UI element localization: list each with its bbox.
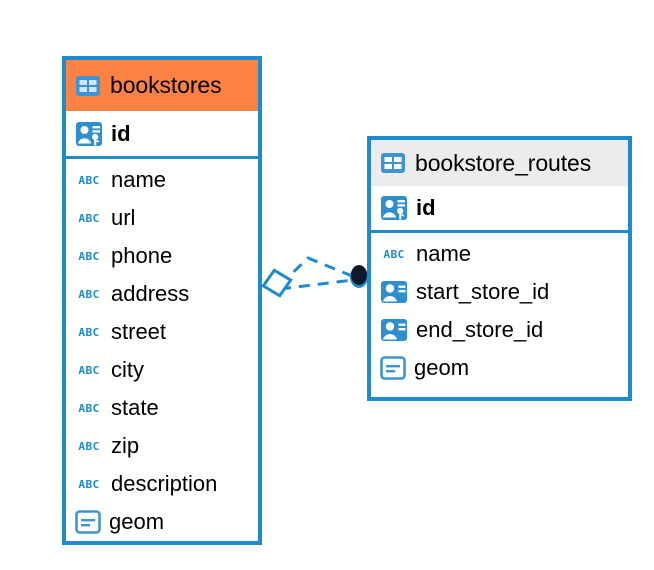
abc-text-icon: ABC bbox=[78, 287, 100, 301]
field-name: name bbox=[111, 167, 167, 192]
relationship-line-lower bbox=[279, 278, 354, 291]
field-name: city bbox=[111, 357, 144, 382]
table-icon bbox=[75, 75, 101, 97]
geometry-icon bbox=[380, 356, 406, 380]
field-name: name bbox=[416, 241, 472, 266]
field-name: phone bbox=[111, 243, 173, 268]
abc-text-icon: ABC bbox=[78, 401, 100, 415]
field-name: description bbox=[111, 471, 218, 496]
primary-key-icon bbox=[380, 195, 408, 221]
entity-header[interactable]: bookstore_routes bbox=[371, 140, 628, 186]
entity-bookstore-routes[interactable]: bookstore_routes id bbox=[367, 136, 632, 401]
primary-key-block: id bbox=[371, 186, 628, 233]
field-name: url bbox=[111, 205, 136, 230]
field-row-id[interactable]: id bbox=[66, 111, 258, 156]
field-name: address bbox=[111, 281, 190, 306]
field-name: geom bbox=[414, 355, 470, 380]
field-list: ABC name ABC url ABC phone ABC address A… bbox=[66, 159, 258, 541]
field-row-name[interactable]: ABC name bbox=[66, 161, 258, 199]
entity-header[interactable]: bookstores bbox=[66, 60, 258, 111]
field-list: ABC name start_store_id bbox=[371, 233, 628, 387]
field-row-start-store-id[interactable]: start_store_id bbox=[371, 273, 628, 311]
field-row-geom[interactable]: geom bbox=[66, 503, 258, 541]
diamond-marker bbox=[261, 268, 293, 298]
field-name: zip bbox=[111, 433, 140, 458]
field-row-street[interactable]: ABC street bbox=[66, 313, 258, 351]
field-name: id bbox=[416, 195, 436, 220]
abc-text-icon: ABC bbox=[78, 249, 100, 263]
field-row-name[interactable]: ABC name bbox=[371, 235, 628, 273]
field-name: state bbox=[111, 395, 159, 420]
entity-bookstores[interactable]: bookstores id bbox=[62, 56, 262, 545]
field-row-zip[interactable]: ABC zip bbox=[66, 427, 258, 465]
abc-text-icon: ABC bbox=[78, 211, 100, 225]
field-name: id bbox=[111, 120, 131, 146]
relationship-line-upper bbox=[278, 256, 358, 287]
field-row-geom[interactable]: geom bbox=[371, 349, 628, 387]
field-name: geom bbox=[109, 509, 165, 534]
entity-title: bookstore_routes bbox=[415, 149, 592, 176]
filled-dot-marker bbox=[350, 265, 368, 288]
abc-text-icon: ABC bbox=[78, 325, 100, 339]
field-row-id[interactable]: id bbox=[371, 186, 628, 230]
abc-text-icon: ABC bbox=[78, 477, 100, 491]
abc-text-icon: ABC bbox=[78, 439, 100, 453]
field-name: street bbox=[111, 319, 167, 344]
field-row-end-store-id[interactable]: end_store_id bbox=[371, 311, 628, 349]
abc-text-icon: ABC bbox=[78, 173, 100, 187]
table-icon bbox=[380, 152, 406, 174]
field-row-phone[interactable]: ABC phone bbox=[66, 237, 258, 275]
geometry-icon bbox=[75, 510, 101, 534]
field-row-city[interactable]: ABC city bbox=[66, 351, 258, 389]
field-name: start_store_id bbox=[416, 279, 550, 304]
field-row-address[interactable]: ABC address bbox=[66, 275, 258, 313]
primary-key-block: id bbox=[66, 111, 258, 159]
entity-title: bookstores bbox=[110, 72, 222, 98]
field-row-url[interactable]: ABC url bbox=[66, 199, 258, 237]
abc-text-icon: ABC bbox=[383, 247, 405, 261]
field-row-description[interactable]: ABC description bbox=[66, 465, 258, 503]
primary-key-icon bbox=[75, 121, 103, 147]
abc-text-icon: ABC bbox=[78, 363, 100, 377]
field-row-state[interactable]: ABC state bbox=[66, 389, 258, 427]
foreign-key-icon bbox=[380, 280, 408, 304]
foreign-key-icon bbox=[380, 318, 408, 342]
field-name: end_store_id bbox=[416, 317, 544, 342]
